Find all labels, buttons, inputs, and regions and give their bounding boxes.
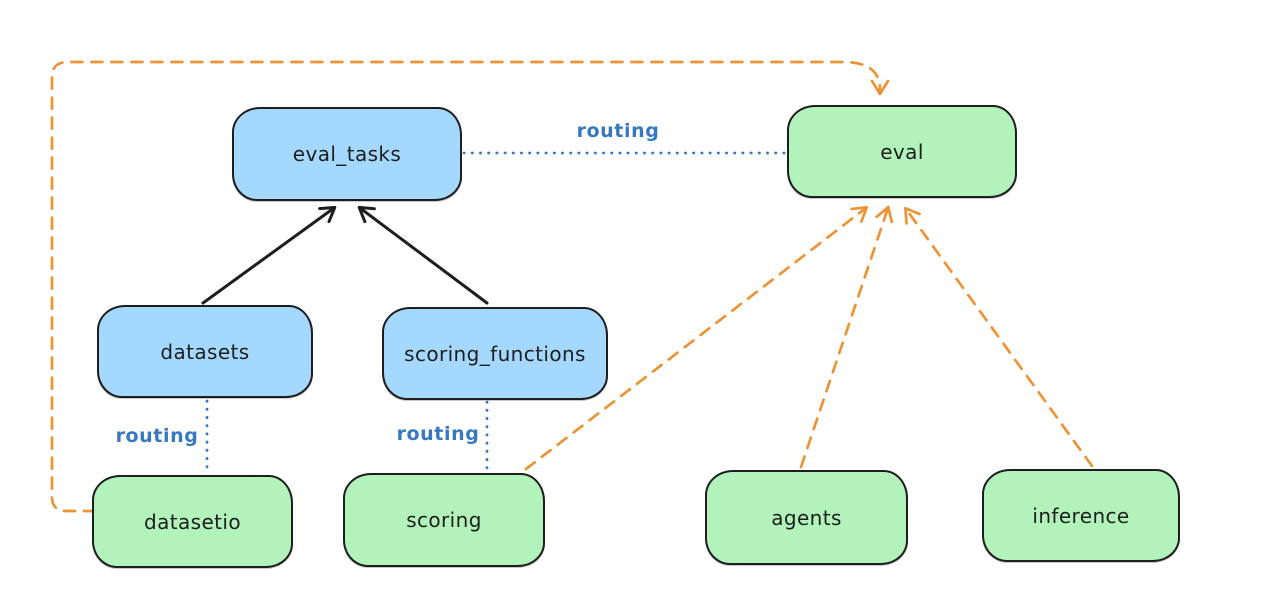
node-inference-label: inference (1032, 503, 1130, 528)
edge-scoring-functions-to-eval-tasks (357, 205, 489, 305)
node-inference: inference (982, 469, 1180, 562)
node-scoring-functions-label: scoring_functions (404, 341, 586, 366)
node-agents-label: agents (771, 505, 842, 530)
node-eval-label: eval (880, 139, 924, 164)
edge-datasetio-to-eval (50, 60, 890, 513)
node-datasets-label: datasets (160, 339, 250, 364)
node-scoring-label: scoring (406, 508, 482, 532)
edge-inference-to-eval (904, 206, 1094, 468)
edge-label-routing-scoring-functions-scoring: routing (396, 423, 480, 445)
node-datasetio-label: datasetio (143, 509, 241, 534)
node-scoring: scoring (343, 473, 545, 567)
node-datasetio: datasetio (92, 475, 293, 568)
edge-label-routing-eval-tasks-eval: routing (576, 120, 660, 142)
node-scoring-functions: scoring_functions (382, 307, 608, 400)
node-eval-tasks-label: eval_tasks (292, 142, 402, 166)
edge-label-routing-datasets-datasetio: routing (115, 425, 199, 447)
node-datasets: datasets (97, 305, 313, 398)
edge-agents-to-eval (799, 205, 894, 469)
node-eval: eval (787, 105, 1017, 198)
node-agents: agents (705, 470, 908, 565)
edge-scoring-to-eval (524, 206, 869, 471)
edge-datasets-to-eval-tasks (201, 205, 337, 305)
node-eval-tasks: eval_tasks (232, 107, 462, 201)
